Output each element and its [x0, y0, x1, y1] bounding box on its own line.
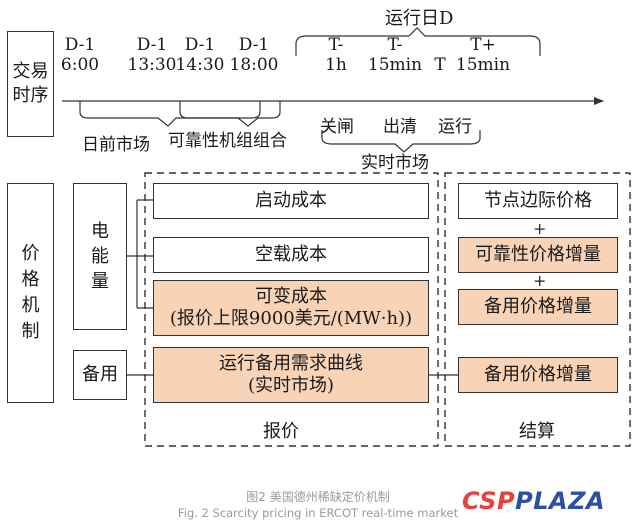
- timeline-label-part1: 交易: [12, 60, 49, 82]
- time-tick-t-1h: T- 1h: [325, 35, 347, 75]
- time-tick-day: D-1: [184, 35, 216, 55]
- logo-part-plaza: PLAZA: [515, 487, 606, 515]
- time-tick-offset: 15min: [367, 54, 423, 75]
- time-tick-d1-0600: D-1 6:00: [60, 35, 100, 75]
- reserve-box: 备用: [73, 350, 127, 400]
- time-tick-d1-1800: D-1 18:00: [229, 35, 279, 75]
- operating-day-label: 运行日D: [385, 8, 454, 29]
- lmp-box: 节点边际价格: [458, 183, 618, 219]
- offer-group-frame: [144, 172, 439, 447]
- energy-box: 电 能 量: [73, 183, 127, 330]
- time-tick-clock: 13:30: [127, 54, 177, 75]
- pricing-label-char: 制: [21, 321, 40, 343]
- startup-cost-box: 启动成本: [153, 183, 429, 219]
- ordc-title: 运行备用需求曲线: [219, 353, 363, 375]
- realtime-market-label: 实时市场: [361, 153, 429, 173]
- realtime-brace: [321, 130, 481, 153]
- operating-day-brace: [295, 27, 541, 56]
- logo-part-csp: CSP: [462, 487, 516, 515]
- plus-sign: +: [533, 271, 547, 290]
- time-tick-day: D-1: [64, 35, 96, 55]
- pricing-label-char: 机: [21, 295, 40, 316]
- pricing-row-label-box: 价 格 机 制: [7, 183, 54, 403]
- time-tick-t: T: [434, 36, 445, 75]
- ordc-box: 运行备用需求曲线 (实时市场): [153, 347, 429, 403]
- time-tick-t-plus-15min: T+ 15min: [455, 35, 511, 75]
- time-tick-clock: 18:00: [229, 54, 279, 75]
- noload-cost-box: 空载成本: [153, 237, 429, 273]
- timeline-label-part2: 时序: [12, 85, 49, 106]
- variable-cost-cap: (报价上限9000美元/(MW·h)): [169, 308, 413, 329]
- time-tick-prefix: T-: [387, 35, 403, 55]
- energy-char: 量: [91, 271, 109, 293]
- time-tick-day: D-1: [238, 35, 270, 55]
- time-tick-clock: 14:30: [175, 54, 225, 75]
- time-tick-offset: T: [434, 54, 446, 75]
- time-tick-prefix: [434, 36, 445, 56]
- timeline-row-label-box: 交易 时序: [7, 31, 54, 137]
- reliability-adder-box: 可靠性价格增量: [458, 237, 618, 273]
- time-tick-d1-1430: D-1 14:30: [175, 35, 225, 75]
- rt-step-gate-closure: 关闸: [320, 117, 354, 137]
- csplaza-logo: CSPPLAZA: [462, 487, 605, 515]
- time-tick-d1-1330: D-1 13:30: [127, 35, 177, 75]
- reserve-adder-box: 备用价格增量: [458, 289, 618, 325]
- settlement-group-label: 结算: [519, 421, 555, 442]
- rt-step-operation: 运行: [438, 117, 472, 137]
- figure-caption-cn: 图2 美国德州稀缺定价机制: [246, 490, 390, 504]
- rt-step-clearing: 出清: [383, 117, 417, 137]
- day-ahead-brace: [79, 101, 261, 127]
- time-tick-clock: 6:00: [60, 54, 100, 75]
- day-ahead-market-label: 日前市场: [82, 135, 150, 155]
- time-tick-day: D-1: [136, 35, 168, 55]
- ruc-label: 可靠性机组组合: [168, 131, 287, 151]
- time-tick-prefix: T-: [328, 35, 344, 55]
- energy-bracket: [127, 199, 153, 309]
- time-tick-offset: 15min: [455, 54, 511, 75]
- energy-char: 能: [91, 245, 109, 267]
- figure-caption-en: Fig. 2 Scarcity pricing in ERCOT real-ti…: [177, 506, 459, 520]
- time-tick-prefix: T+: [470, 35, 496, 55]
- plus-sign: +: [533, 219, 547, 238]
- variable-cost-title: 可变成本: [255, 286, 327, 308]
- reserve-adder-box-realtime: 备用价格增量: [458, 357, 618, 393]
- offer-group-label: 报价: [263, 421, 299, 442]
- time-tick-t-15min: T- 15min: [367, 35, 423, 75]
- ordc-subtitle: (实时市场): [247, 375, 335, 396]
- energy-char: 电: [91, 220, 109, 242]
- ruc-brace: [179, 101, 281, 127]
- variable-cost-box: 可变成本 (报价上限9000美元/(MW·h)): [153, 280, 429, 336]
- pricing-label-char: 格: [21, 268, 40, 290]
- time-tick-offset: 1h: [325, 54, 347, 75]
- pricing-label-char: 价: [21, 242, 40, 264]
